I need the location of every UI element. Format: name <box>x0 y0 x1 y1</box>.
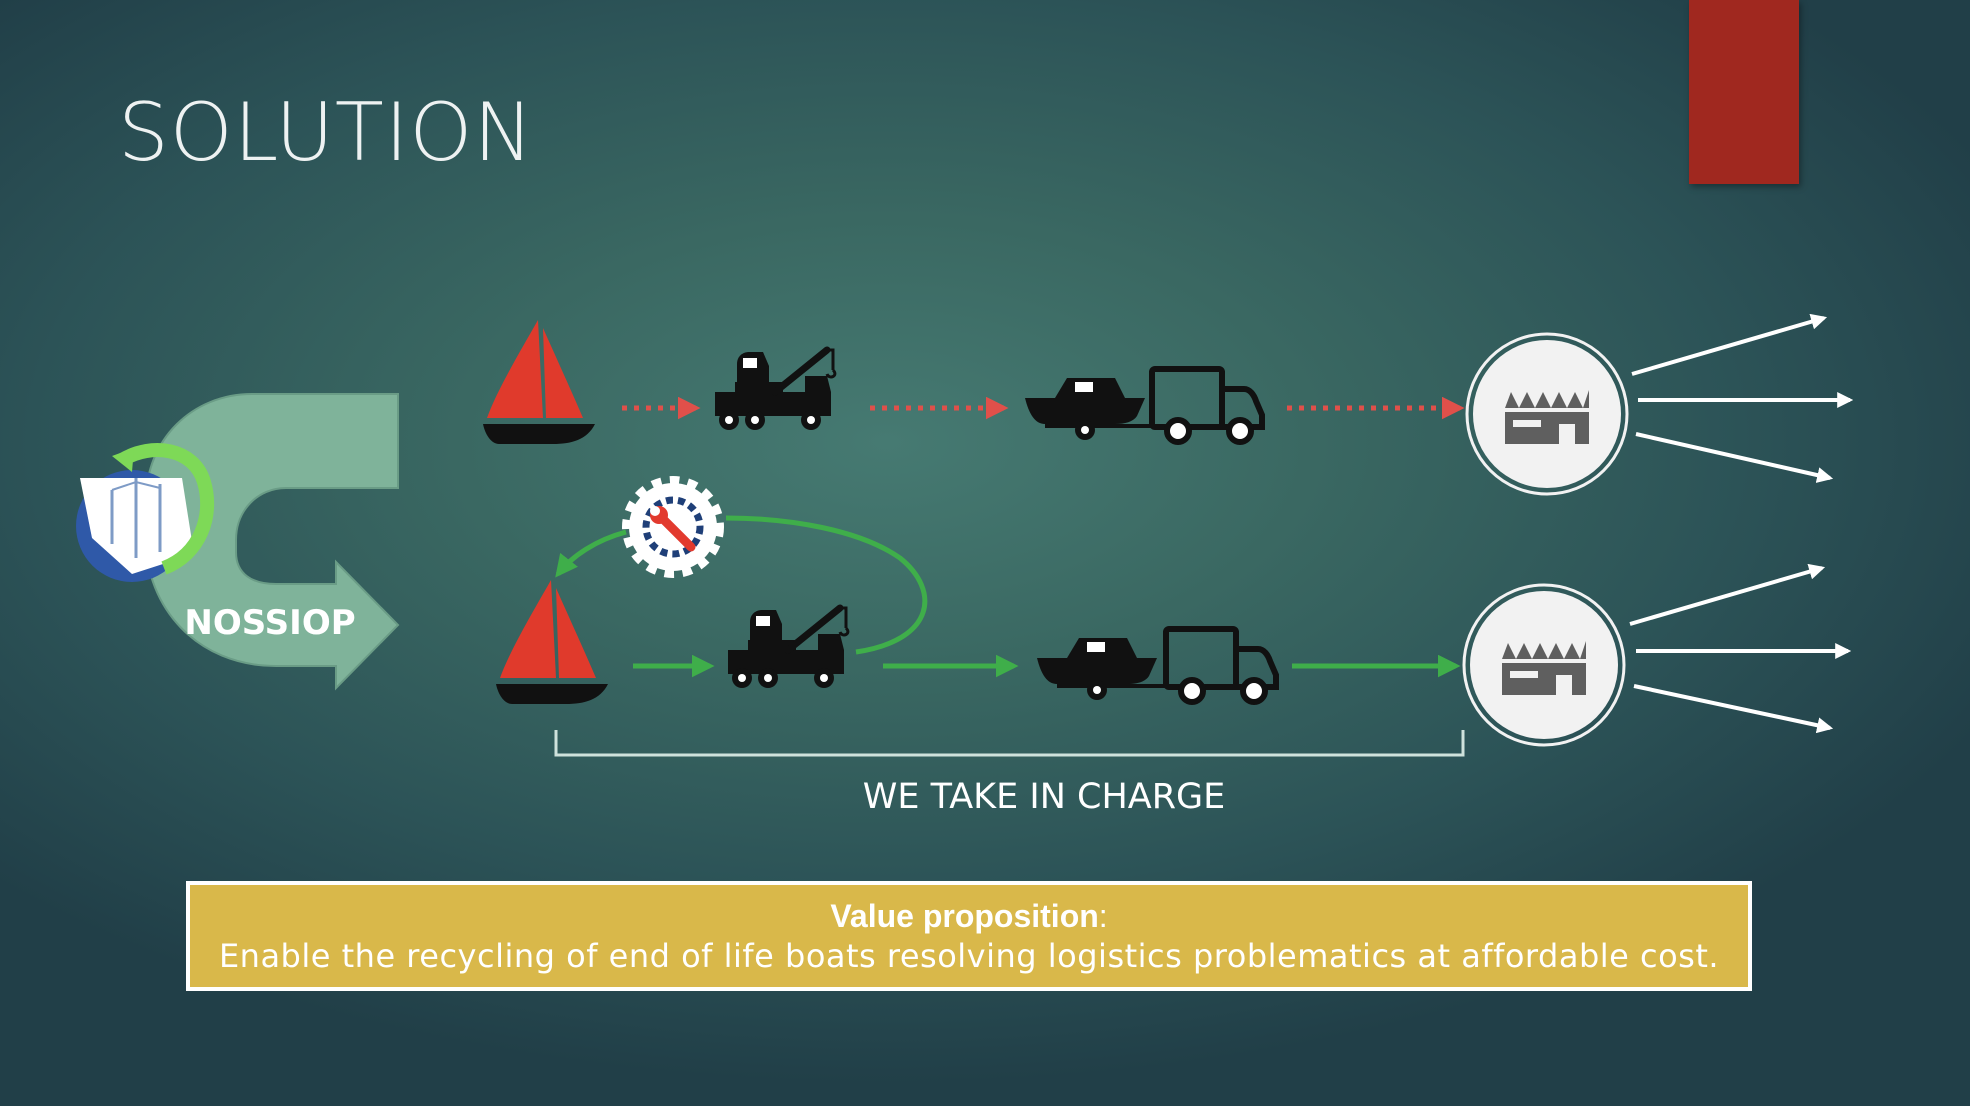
boat-on-trailer-icon <box>1035 636 1169 702</box>
boat-on-trailer-icon <box>1023 376 1157 442</box>
charge-bracket <box>554 730 1465 757</box>
sailboat-icon <box>496 580 608 704</box>
value-proposition-colon: : <box>1098 898 1108 934</box>
output-arrow <box>1633 684 1834 734</box>
value-proposition-text: Enable the recycling of end of life boat… <box>218 937 1720 975</box>
factory-icon <box>1462 583 1626 747</box>
value-proposition-heading: Value proposition <box>830 898 1099 934</box>
nossiop-logo-icon <box>76 443 215 582</box>
delivery-truck-icon <box>1152 369 1262 442</box>
output-arrow <box>1635 432 1834 483</box>
output-arrow <box>1631 313 1828 376</box>
factory-icon <box>1465 332 1629 496</box>
tow-truck-icon <box>728 608 848 688</box>
gear-wrench-icon <box>622 476 724 578</box>
bracket-caption: WE TAKE IN CHARGE <box>863 777 1226 817</box>
tow-truck-icon <box>715 350 835 430</box>
sailboat-icon <box>483 320 595 444</box>
return-loop-arrow <box>725 515 928 655</box>
nossiop-label: NOSSIOP <box>184 603 355 643</box>
return-loop-arrow <box>555 529 627 578</box>
value-proposition-box: Value proposition: Enable the recycling … <box>186 881 1752 991</box>
accent-tab <box>1689 0 1799 184</box>
slide-title: SOLUTION <box>118 86 535 179</box>
delivery-truck-icon <box>1166 629 1276 702</box>
output-arrow <box>1629 563 1826 626</box>
